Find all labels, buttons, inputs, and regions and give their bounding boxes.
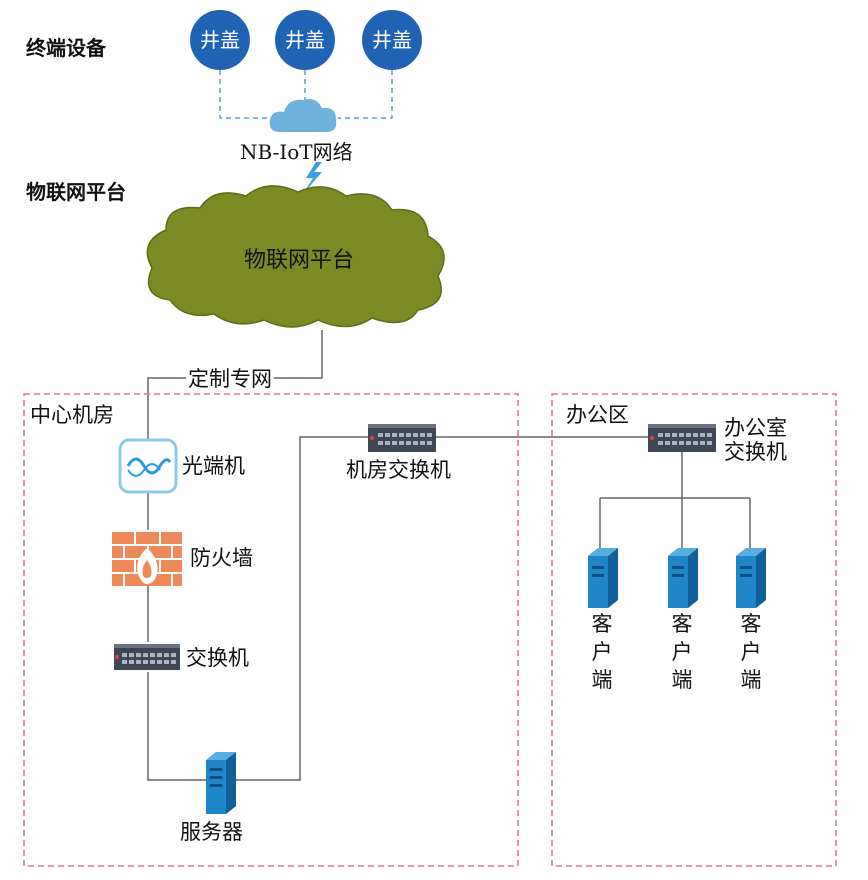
- private-line-label: 定制专网: [186, 367, 274, 391]
- room-switch-icon: [368, 424, 436, 452]
- client-pc-icons: [588, 548, 766, 608]
- dashed-links: [219, 70, 393, 119]
- switch-icon: [114, 644, 180, 670]
- center-room-box: [23, 393, 519, 867]
- optical-terminal-icon: [118, 438, 178, 494]
- server-icon: [206, 752, 236, 814]
- office-switch-icon: [648, 424, 716, 452]
- terminal-layer-label: 终端设备: [26, 36, 106, 60]
- office-switch-label-line2: 交换机: [724, 440, 787, 464]
- firewall-label: 防火墙: [190, 546, 253, 570]
- optical-terminal-label: 光端机: [182, 454, 245, 478]
- iot-platform-layer-label: 物联网平台: [26, 180, 126, 204]
- nb-iot-network-label: NB-IoT网络: [240, 140, 353, 164]
- small-cloud-icon: [269, 99, 337, 132]
- client-label-2: 客户端: [671, 612, 693, 692]
- manhole-cover-label-3: 井盖: [372, 28, 412, 52]
- room-switch-label: 机房交换机: [346, 458, 451, 482]
- office-title: 办公区: [564, 403, 631, 427]
- client-label-3: 客户端: [740, 612, 762, 692]
- center-room-title: 中心机房: [30, 403, 114, 427]
- lightning-icon: [303, 162, 322, 194]
- server-label: 服务器: [180, 820, 243, 844]
- office-box: [551, 393, 837, 867]
- office-switch-label-line1: 办公室: [724, 416, 787, 440]
- client-label-1: 客户端: [591, 612, 613, 692]
- firewall-icon: [112, 532, 182, 586]
- iot-cloud-label: 物联网平台: [244, 248, 355, 273]
- manhole-cover-label-1: 井盖: [200, 28, 240, 52]
- switch-label: 交换机: [186, 646, 249, 670]
- iot-cloud-shape: [146, 185, 445, 328]
- manhole-cover-label-2: 井盖: [285, 28, 325, 52]
- manhole-cover-icons: [190, 10, 422, 70]
